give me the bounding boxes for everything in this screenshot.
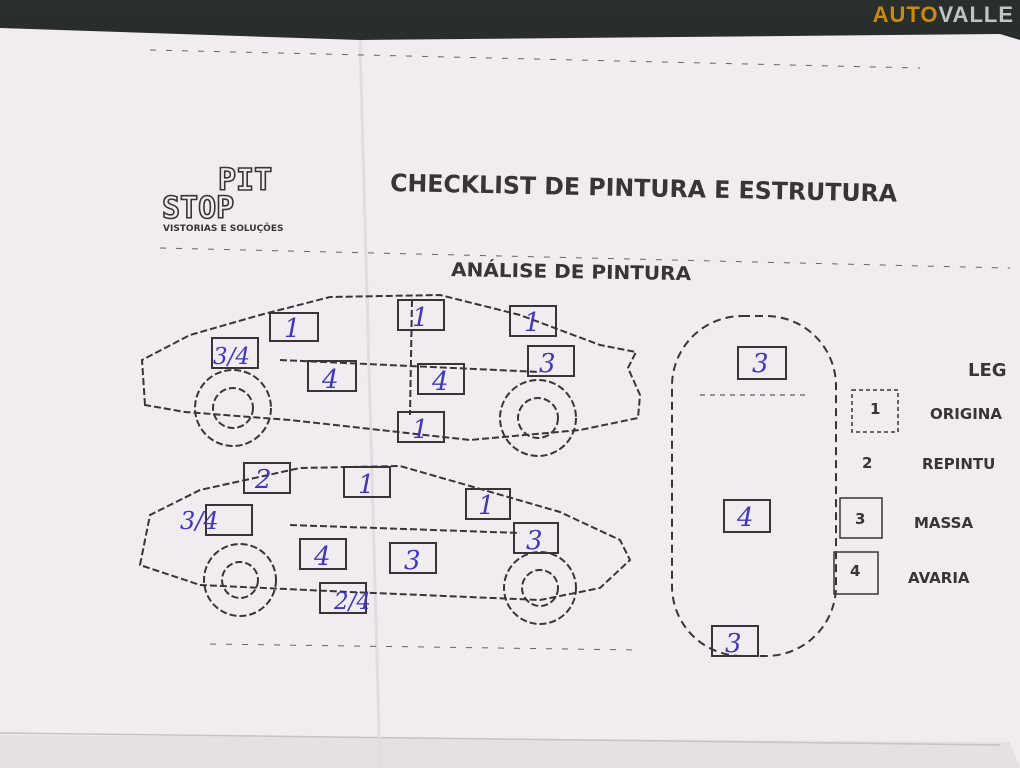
mark-rear-door: 4 — [321, 365, 339, 395]
paper-fold — [358, 39, 382, 768]
pit-stop-logo: PIT STOP VISTORIAS E SOLUÇÕES — [161, 162, 283, 234]
form-dashed-lines — [149, 49, 1011, 651]
watermark-suffix: VALLE — [938, 2, 1014, 27]
mark-windshield: 1 — [524, 308, 541, 338]
logo-tagline: VISTORIAS E SOLUÇÕES — [163, 222, 283, 234]
mark-sill: 1 — [412, 415, 429, 445]
mark-b-rear-quarter: 3/4 — [180, 507, 219, 535]
mark-top-roof: 4 — [736, 503, 754, 533]
legend-label-1: ORIGINA — [930, 405, 1002, 423]
mark-b-roof-rear: 2 — [254, 465, 272, 495]
paper — [0, 28, 1020, 768]
legend-code-3: 3 — [855, 510, 865, 528]
paper-edge — [0, 732, 1001, 746]
legend-code-4: 4 — [850, 562, 860, 580]
car-side-view-bottom — [138, 464, 632, 625]
legend-box-3 — [839, 497, 883, 539]
legend-code-1: 1 — [870, 400, 880, 418]
logo-line2: STOP — [162, 191, 234, 226]
mark-b-windshield: 1 — [478, 491, 495, 521]
mark-b-front-door: 3 — [404, 546, 421, 576]
mark-front-fender: 3 — [539, 349, 556, 379]
legend-label-2: REPINTU — [922, 455, 995, 473]
mark-b-sill: 2/4 — [333, 589, 371, 615]
marks-top-view-boxes — [711, 346, 787, 657]
mark-b-front-fender: 3 — [526, 526, 543, 556]
paper-lower-sheet — [0, 735, 1020, 768]
legend-code-2: 2 — [862, 454, 872, 472]
watermark-prefix: AUTO — [872, 2, 939, 27]
legend-box-4 — [833, 551, 879, 595]
legend-label-4: AVARIA — [908, 569, 970, 587]
section-heading: ANÁLISE DE PINTURA — [451, 258, 692, 285]
mark-roof-center: 1 — [412, 303, 429, 333]
mark-top-hood: 3 — [725, 629, 742, 659]
marks-side-top-boxes — [211, 299, 575, 443]
marks-side-bottom-boxes — [205, 462, 559, 614]
mark-b-roof-center: 1 — [358, 470, 375, 500]
legend-title: LEG — [968, 360, 1007, 381]
legend-box-1 — [851, 389, 899, 433]
legend-label-3: MASSA — [914, 514, 973, 532]
mark-roof-rear: 1 — [284, 314, 301, 344]
mark-b-rear-door: 4 — [313, 542, 331, 572]
logo-line1: PIT — [218, 163, 272, 198]
watermark: AUTOVALLE — [873, 2, 1014, 28]
handwritten-marks: 1 1 1 3/4 3 4 4 1 2 1 1 3/4 3 4 3 2/4 3 … — [180, 303, 769, 659]
legend: LEG 1 ORIGINA 2 REPINTU 3 MASSA 4 AVARIA — [833, 360, 1007, 595]
mark-front-door: 4 — [431, 367, 449, 397]
mark-top-trunk: 3 — [752, 349, 769, 379]
mark-rear-quarter: 3/4 — [213, 344, 250, 370]
